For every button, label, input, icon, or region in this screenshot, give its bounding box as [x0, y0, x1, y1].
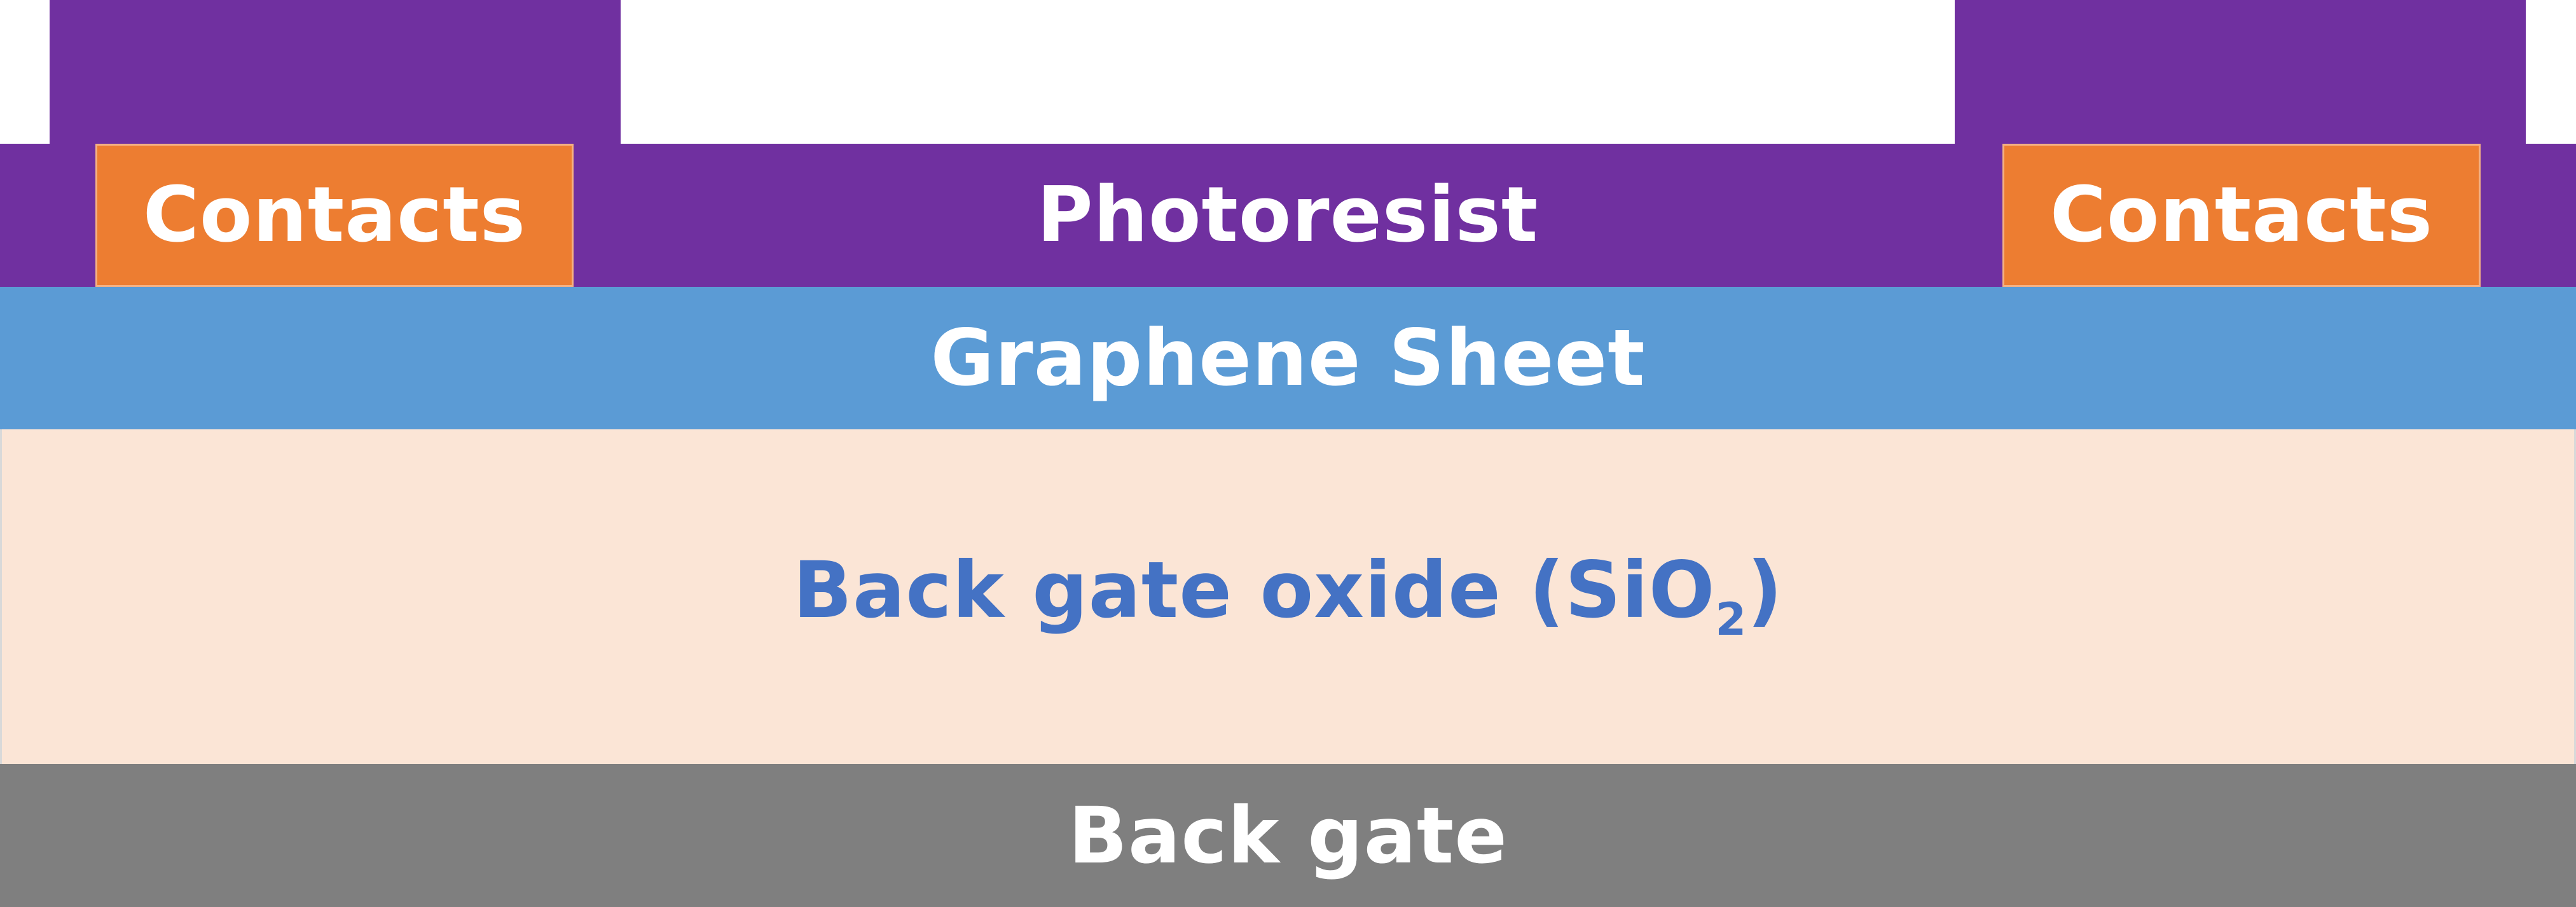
oxide-label-main: Back gate oxide (SiO	[793, 545, 1716, 635]
contact-right: Contacts	[2002, 144, 2481, 287]
back-gate-oxide-label: Back gate oxide (SiO2)	[793, 551, 1783, 642]
graphene-sheet-layer: Graphene Sheet	[0, 287, 2576, 429]
photoresist-left-raised	[50, 0, 621, 144]
contact-left-label: Contacts	[142, 170, 527, 260]
oxide-label-subscript: 2	[1715, 593, 1747, 646]
photoresist-right-raised	[1955, 0, 2526, 144]
back-gate-layer: Back gate	[0, 764, 2576, 907]
back-gate-oxide-layer: Back gate oxide (SiO2)	[0, 429, 2576, 764]
graphene-sheet-label: Graphene Sheet	[930, 313, 1646, 403]
oxide-label-end: )	[1747, 545, 1783, 635]
contact-right-label: Contacts	[2049, 170, 2434, 260]
photoresist-label-area: Photoresist	[621, 144, 1955, 287]
photoresist-label: Photoresist	[1037, 170, 1539, 260]
contact-left: Contacts	[95, 144, 574, 287]
back-gate-label: Back gate	[1068, 790, 1508, 881]
